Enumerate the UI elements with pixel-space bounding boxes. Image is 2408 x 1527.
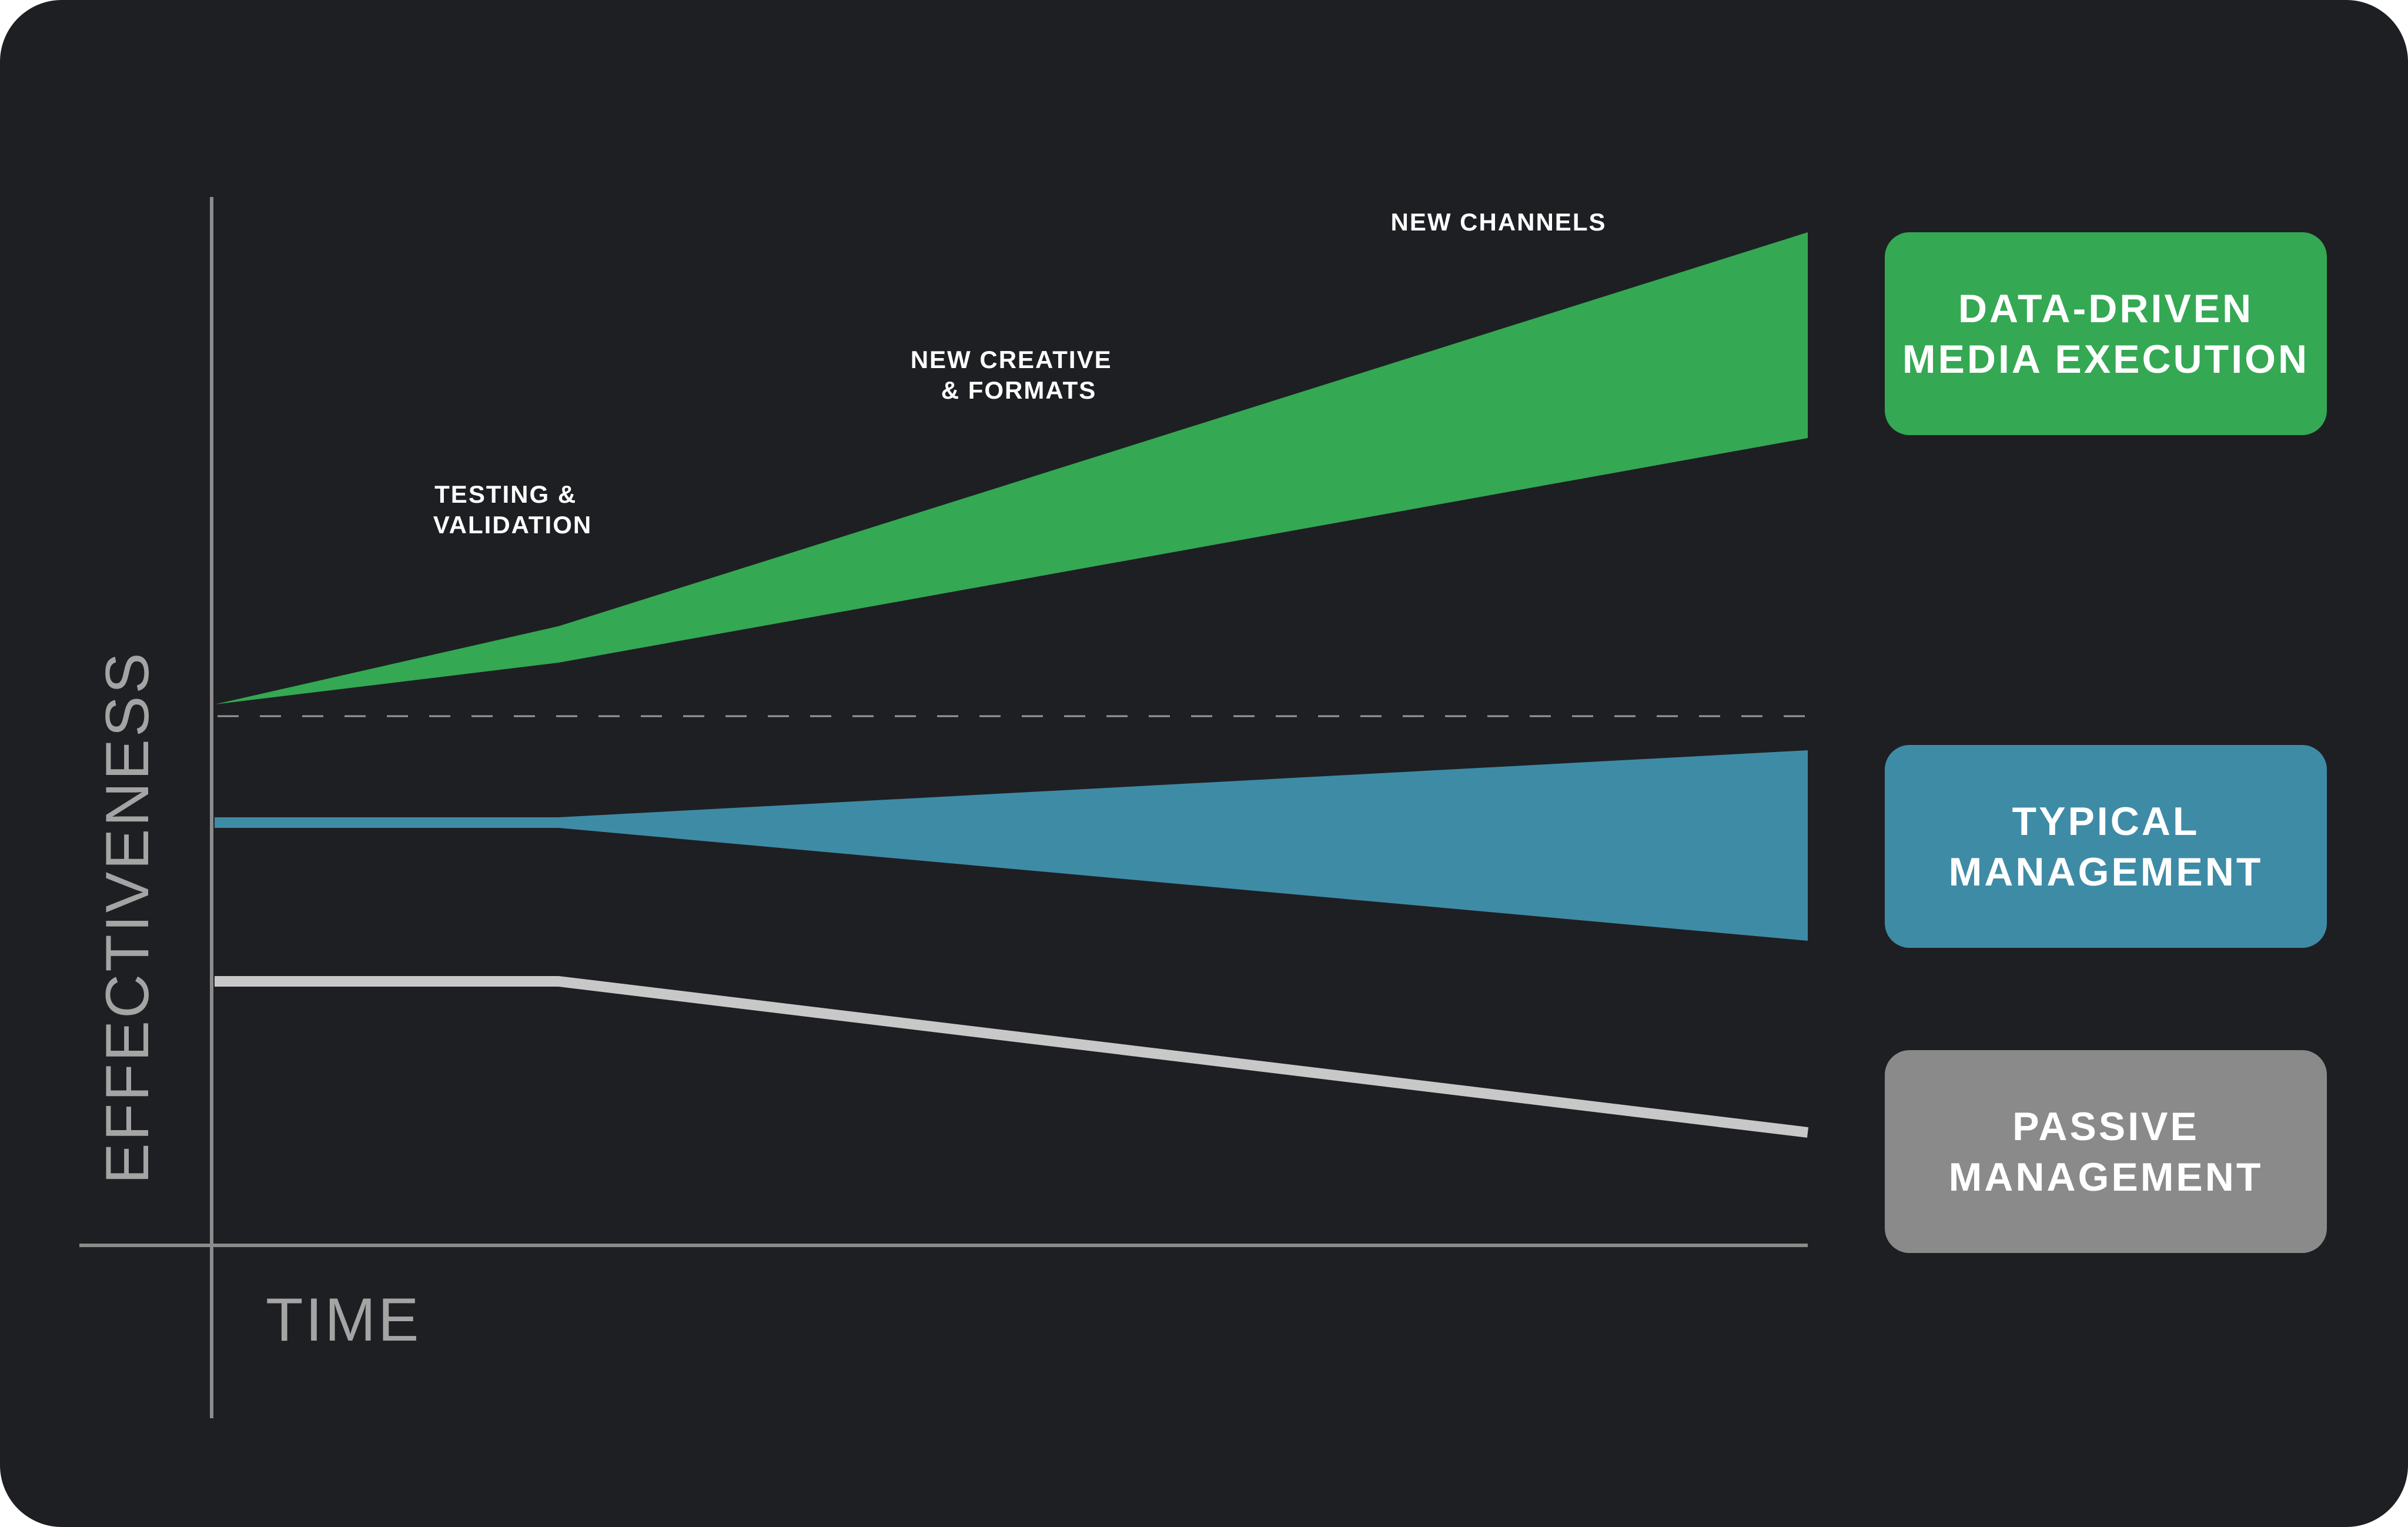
stage-label-channels: NEW CHANNELS	[1391, 208, 1607, 236]
legend-passive: PASSIVE MANAGEMENT	[1885, 1050, 2327, 1253]
legend-passive-line2: MANAGEMENT	[1948, 1154, 2263, 1199]
data-driven-band	[215, 232, 1808, 704]
legend-passive-line1: PASSIVE	[2012, 1104, 2199, 1149]
passive-management-line	[215, 976, 1809, 1138]
legend-typical-line1: TYPICAL	[2012, 798, 2200, 844]
y-axis-label: EFFECTIVENESS	[93, 650, 162, 1184]
stage-label-testing: TESTING & VALIDATION	[433, 480, 592, 539]
legend-typical-line2: MANAGEMENT	[1948, 849, 2263, 894]
stage-label-creative: NEW CREATIVE & FORMATS	[911, 346, 1121, 404]
x-axis-label: TIME	[266, 1286, 421, 1354]
typical-management-band	[215, 750, 1808, 941]
legend-data-driven-line2: MEDIA EXECUTION	[1902, 336, 2310, 382]
legend-typical: TYPICAL MANAGEMENT	[1885, 745, 2327, 948]
legend-data-driven: DATA-DRIVEN MEDIA EXECUTION	[1885, 232, 2327, 435]
legend-data-driven-line1: DATA-DRIVEN	[1958, 286, 2254, 331]
